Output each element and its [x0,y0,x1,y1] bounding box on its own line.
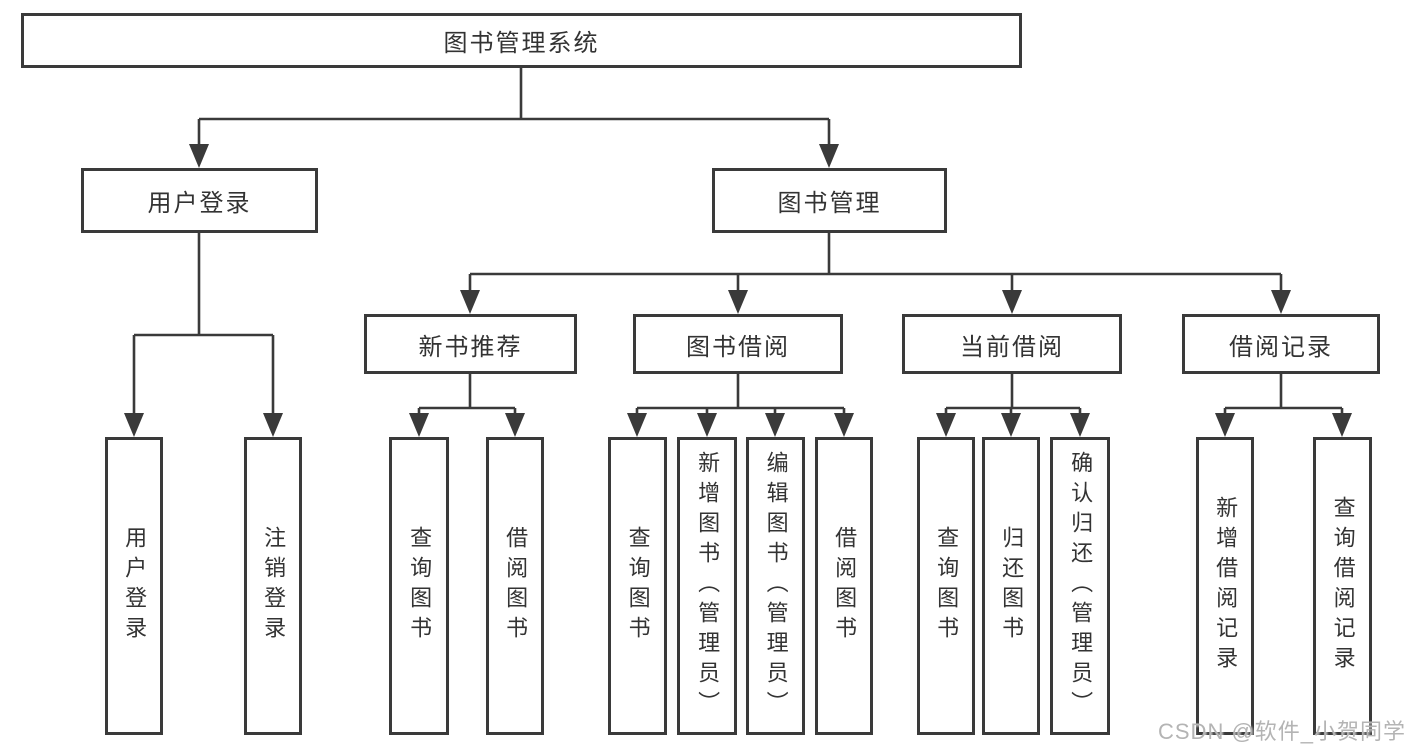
node-login: 用户登录 [105,437,163,735]
node-add-borrow-record: 新增借阅记录 [1196,437,1254,735]
csdn-watermark: CSDN @软件_小贺同学 [1158,719,1405,744]
node-book-management: 图书管理 [712,168,947,233]
node-borrow-books: 借阅图书 [815,437,873,735]
node-borrowing-records: 借阅记录 [1182,314,1380,374]
node-confirm-return-admin: 确认归还（管理员） [1050,437,1110,735]
node-query-books-current: 查询图书 [917,437,975,735]
node-library-system: 图书管理系统 [21,13,1022,68]
node-logout: 注销登录 [244,437,302,735]
node-edit-book-admin: 编辑图书（管理员） [746,437,805,735]
node-borrow-books-recommend: 借阅图书 [486,437,544,735]
node-add-book-admin: 新增图书（管理员） [677,437,737,735]
node-return-book: 归还图书 [982,437,1040,735]
node-book-borrowing: 图书借阅 [633,314,843,374]
arrowhead-icons [124,144,1352,437]
node-current-borrowing: 当前借阅 [902,314,1122,374]
node-user-login: 用户登录 [81,168,318,233]
node-new-book-recommend: 新书推荐 [364,314,577,374]
node-query-books-recommend: 查询图书 [389,437,449,735]
node-query-books-borrowing: 查询图书 [608,437,667,735]
node-query-borrow-record: 查询借阅记录 [1313,437,1372,735]
